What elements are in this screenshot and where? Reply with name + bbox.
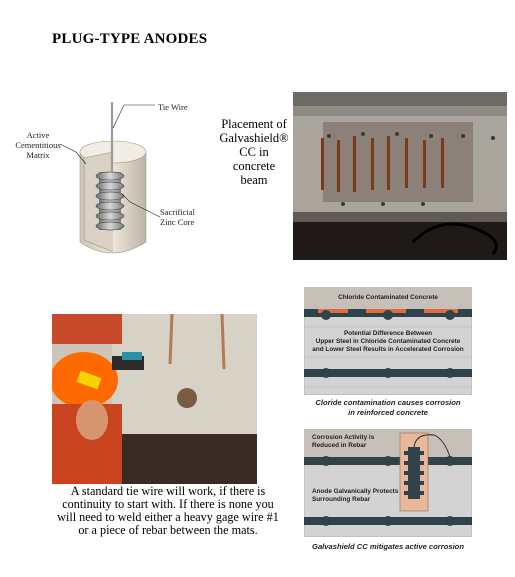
- chloride-corrosion-diagram: Chloride Contaminated Concrete Potential…: [304, 287, 472, 395]
- worker-installing-anode-photo: [52, 314, 257, 484]
- svg-text:and Lower Steel Results in Acc: and Lower Steel Results in Accelerated C…: [312, 346, 463, 353]
- zinc-core-label: Sacrificial Zinc Core: [160, 207, 195, 227]
- tie-wire-label: Tie Wire: [158, 102, 188, 112]
- corrosion-caption: Cloride contamination causes corrosion i…: [315, 398, 461, 417]
- chloride-header-text: Chloride Contaminated Concrete: [338, 294, 438, 301]
- anode-cutaway-diagram: [59, 102, 161, 254]
- concrete-beam-photo: [293, 92, 507, 260]
- svg-text:Reduced in Rebar: Reduced in Rebar: [312, 442, 367, 449]
- svg-text:Upper Steel in Chloride Contam: Upper Steel in Chloride Contaminated Con…: [316, 338, 461, 345]
- placement-caption: Placement of Galvashield® CC in concrete…: [219, 117, 289, 187]
- page-title: PLUG-TYPE ANODES: [52, 31, 208, 47]
- svg-text:Surrounding Rebar: Surrounding Rebar: [312, 496, 371, 503]
- galvashield-mitigation-diagram: Corrosion Activity is Reduced in Rebar A…: [304, 429, 472, 537]
- svg-text:Corrosion Activity is: Corrosion Activity is: [312, 434, 375, 441]
- svg-text:Potential Difference Between: Potential Difference Between: [344, 330, 432, 337]
- matrix-label: Active Cementitious Matrix: [15, 130, 61, 160]
- svg-text:Anode Galvanically Protects: Anode Galvanically Protects: [312, 488, 399, 495]
- tie-wire-caption: A standard tie wire will work, if there …: [57, 484, 279, 537]
- mitigation-caption: Galvashield CC mitigates active corrosio…: [312, 542, 464, 551]
